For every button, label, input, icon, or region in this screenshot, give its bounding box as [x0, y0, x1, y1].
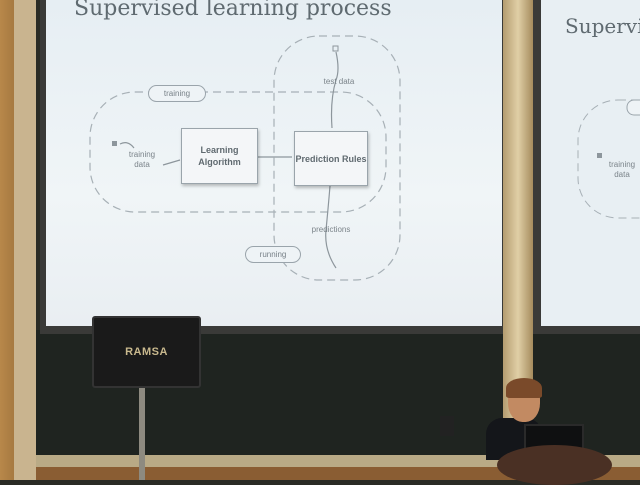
- training-data-curve: [119, 142, 135, 149]
- training-loop: [89, 91, 387, 213]
- stage-floor: [36, 467, 640, 480]
- side-diagram-lines: [577, 99, 640, 219]
- loudspeaker: RAMSA: [92, 316, 201, 388]
- test-data-label: test data: [323, 77, 355, 86]
- test-data-marker: [332, 45, 339, 52]
- predictions-label: predictions: [311, 225, 351, 234]
- audience-head: [497, 445, 612, 485]
- side-slide-title: Supervis: [565, 14, 640, 38]
- learning-algorithm-box: Learning Algorithm: [181, 128, 258, 184]
- speaker-stand: [139, 388, 145, 480]
- slide-side: Supervis training data: [541, 0, 640, 326]
- presenter-hair: [506, 378, 542, 398]
- slide-main: Supervised learning process Learning Alg…: [46, 0, 502, 326]
- training-data-label: training data: [128, 150, 156, 169]
- arrow-test-data: [330, 51, 339, 129]
- running-pill: running: [245, 246, 301, 263]
- prediction-rules-box: Prediction Rules: [294, 131, 368, 186]
- arrow-training-data: [162, 159, 181, 166]
- wall-pillar: [14, 0, 36, 480]
- arrow-predictions: [325, 185, 337, 269]
- microphone-stand: [440, 416, 454, 436]
- training-pill: training: [148, 85, 206, 102]
- diagram-lines: [89, 35, 401, 281]
- speaker-logo: RAMSA: [125, 346, 168, 358]
- running-loop: [273, 35, 401, 281]
- slide-title: Supervised learning process: [74, 0, 392, 21]
- side-training-data-label: training data: [608, 160, 636, 179]
- training-data-marker: [112, 141, 117, 146]
